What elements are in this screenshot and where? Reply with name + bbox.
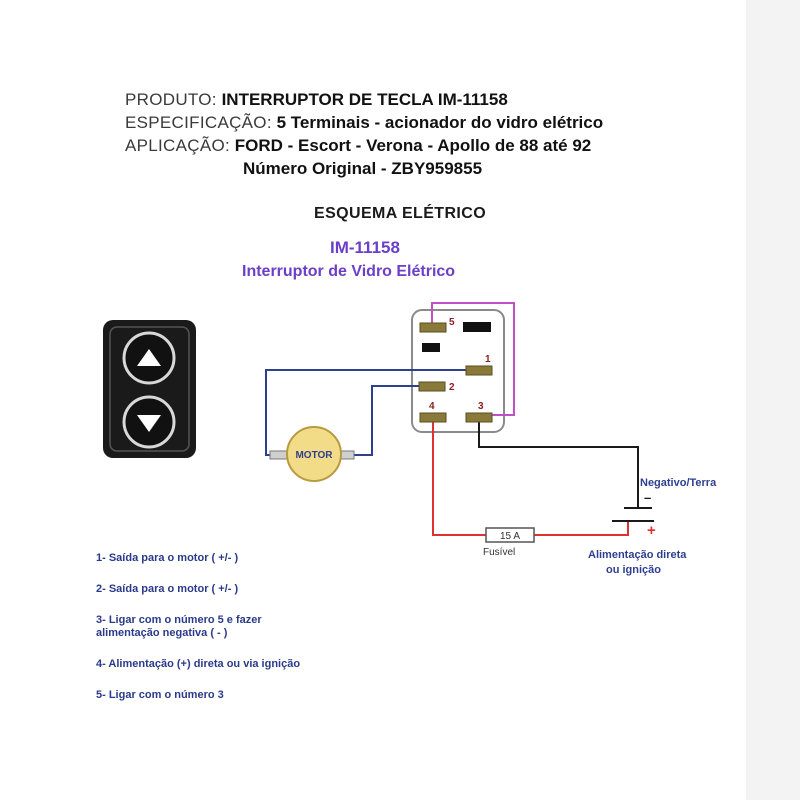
fuse: [485, 527, 535, 543]
application-row: APLICAÇÃO: FORD - Escort - Verona - Apol…: [125, 134, 725, 157]
switch-contact-slot: [422, 343, 440, 352]
legend-item-1: 1- Saída para o motor ( +/- ): [96, 552, 239, 564]
motor: MOTOR: [269, 426, 355, 482]
fuse-rating: 15 A: [500, 531, 520, 542]
wire-2-to-motor: [344, 385, 419, 456]
wire-fuse-to-supply: [534, 521, 629, 536]
wire-3-to-ground: [478, 418, 639, 507]
supply-label-line1: Alimentação direta: [588, 549, 687, 561]
application-label: APLICAÇÃO:: [125, 136, 231, 155]
spec-label: ESPECIFICAÇÃO:: [125, 113, 272, 132]
terminal-number-3: 3: [478, 401, 484, 412]
terminal-number-2: 2: [449, 382, 455, 393]
terminal-legend: 1- Saída para o motor ( +/- ) 2- Saída p…: [96, 552, 426, 720]
product-header: PRODUTO: INTERRUPTOR DE TECLA IM-11158 E…: [125, 88, 725, 180]
ground-label: Negativo/Terra: [640, 477, 717, 489]
supply-label-line2: ou ignição: [606, 564, 661, 576]
diagram-name: Interruptor de Vidro Elétrico: [242, 263, 456, 280]
product-value: INTERRUPTOR DE TECLA IM-11158: [221, 90, 508, 109]
terminal-number-4: 4: [429, 401, 435, 412]
terminal-3: [465, 412, 493, 423]
switch-key: [103, 320, 196, 458]
right-margin-strip: [746, 0, 800, 800]
terminal-5: [419, 322, 447, 333]
terminal-number-1: 1: [485, 354, 491, 365]
wire-5-to-3: [431, 302, 515, 416]
arrow-up-icon: [137, 349, 161, 366]
wire-4-to-fuse: [432, 418, 486, 536]
product-row: PRODUTO: INTERRUPTOR DE TECLA IM-11158: [125, 88, 725, 111]
arrow-down-icon: [137, 415, 161, 432]
switch-key-bezel: [109, 326, 190, 452]
motor-label: MOTOR: [295, 450, 333, 461]
product-label: PRODUTO:: [125, 90, 217, 109]
application-value: FORD - Escort - Verona - Apollo de 88 at…: [234, 136, 592, 155]
legend-item-2: 2- Saída para o motor ( +/- ): [96, 583, 239, 595]
legend-item-4: 4- Alimentação (+) direta ou via ignição: [96, 658, 301, 670]
terminal-1: [465, 365, 493, 376]
positive-sign: +: [647, 522, 656, 539]
negative-sign: –: [644, 490, 651, 505]
terminal-4: [419, 412, 447, 423]
terminal-number-5: 5: [449, 317, 455, 328]
diagram-title: IM-11158 Interruptor de Vidro Elétrico: [242, 236, 522, 284]
legend-item-3: 3- Ligar com o número 5 e fazer alimenta…: [96, 614, 262, 639]
motor-lead-right: [339, 450, 355, 460]
section-title: ESQUEMA ELÉTRICO: [314, 205, 487, 222]
legend-item-5: 5- Ligar com o número 3: [96, 689, 224, 701]
original-number: Número Original - ZBY959855: [243, 159, 483, 178]
spec-value: 5 Terminais - acionador do vidro elétric…: [276, 113, 604, 132]
terminal-2: [418, 381, 446, 392]
switch-contact-slot: [463, 322, 491, 332]
fuse-label: Fusível: [483, 547, 515, 558]
diagram-code: IM-11158: [330, 238, 400, 257]
motor-body: [286, 426, 342, 482]
spec-row: ESPECIFICAÇÃO: 5 Terminais - acionador d…: [125, 111, 725, 134]
